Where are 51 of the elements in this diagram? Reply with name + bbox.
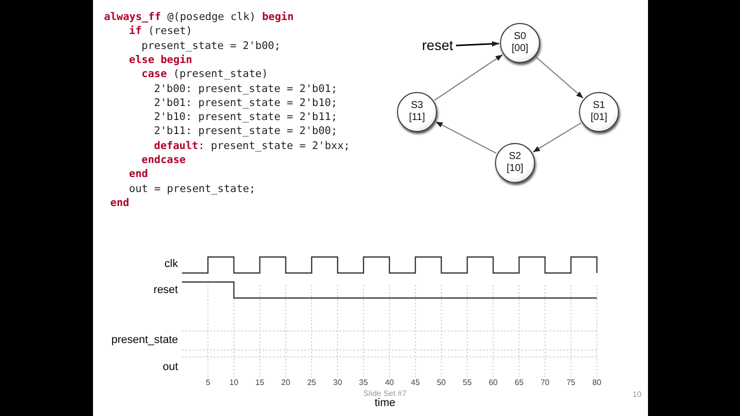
code-line: present_state = 2'b00; — [142, 40, 281, 52]
signal-name: clk — [164, 259, 178, 270]
state-label: [11] — [409, 112, 425, 124]
code-line: end — [129, 169, 148, 180]
tick-label: 30 — [333, 379, 342, 387]
state-label: S2 — [508, 151, 522, 163]
code-line: 2'b11: present_state = 2'b00; — [154, 126, 338, 137]
transition-arrow — [434, 54, 504, 101]
tick-label: 40 — [384, 379, 394, 387]
tick-label: 45 — [410, 379, 420, 387]
tick-label: 50 — [436, 379, 446, 387]
footer-text: Slide Set #7 — [363, 390, 407, 398]
tick-label: 35 — [359, 379, 368, 387]
tick-label: 10 — [229, 379, 238, 387]
state-label: S3 — [410, 100, 424, 112]
tick-label: 15 — [255, 379, 264, 387]
code-line: 2'b00: present_state = 2'b01; — [154, 84, 338, 94]
state-label: S1 — [592, 100, 606, 112]
axis-title: time — [374, 398, 396, 409]
code-line: case (present_state) — [142, 69, 268, 80]
tick-label: 20 — [281, 379, 290, 387]
tick-label: 80 — [592, 379, 602, 387]
transition-arrow — [535, 56, 584, 99]
state-label: S0 — [514, 31, 526, 43]
state-label: [10] — [506, 163, 524, 175]
footer-text: 10 — [632, 391, 642, 399]
transition-arrow — [456, 41, 500, 47]
code-line: else begin — [129, 54, 192, 66]
code-line: if (reset) — [129, 26, 192, 37]
tick-label: 75 — [566, 379, 576, 387]
tick-label: 55 — [462, 379, 472, 387]
code-line: endcase — [142, 155, 186, 166]
code-line: 2'b10: present_state = 2'b11; — [154, 112, 338, 123]
code-line: always_ff @(posedge clk) begin — [104, 12, 294, 22]
code-line: default: present_state = 2'bxx; — [154, 140, 350, 152]
code-line: 2'b01: present_state = 2'b10; — [154, 98, 338, 108]
signal-name: reset — [154, 285, 178, 296]
code-line: end — [110, 198, 130, 208]
tick-label: 70 — [540, 379, 550, 387]
tick-label: 65 — [514, 379, 524, 387]
tick-label: 60 — [488, 379, 498, 387]
signal-name: present_state — [111, 335, 178, 346]
state-label: [00] — [512, 43, 528, 55]
tick-label: 5 — [206, 379, 210, 387]
tick-label: 25 — [307, 379, 316, 387]
transition-arrow — [532, 122, 582, 153]
input-label: reset — [422, 38, 454, 52]
signal-name: out — [162, 362, 178, 373]
state-label: [01] — [590, 112, 608, 124]
transition-arrow — [435, 121, 497, 154]
code-line: out = present_state; — [129, 184, 256, 194]
